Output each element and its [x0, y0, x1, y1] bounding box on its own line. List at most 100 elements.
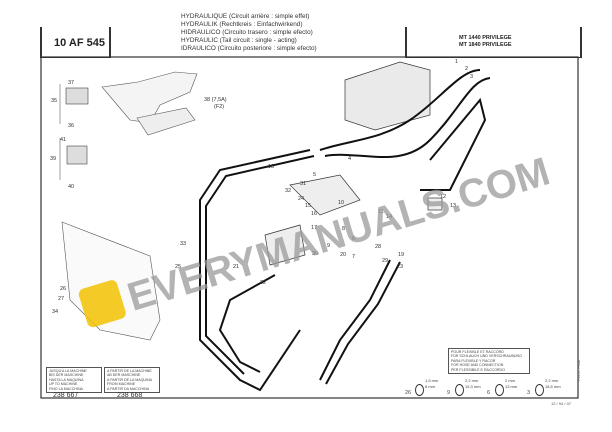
callout: 5: [313, 172, 316, 178]
callout: 37: [68, 80, 74, 86]
title-en: HYDRAULIC (Tail circuit : single - actin…: [181, 37, 297, 45]
watermark-logo: [78, 280, 126, 328]
callout: 22: [260, 280, 266, 286]
note-line: JUSQU'A LA MACHINE: [49, 369, 87, 373]
callout: 35: [51, 98, 57, 104]
seal-ref: 6: [487, 390, 491, 396]
solenoid-coil: [427, 197, 443, 211]
callout: 28: [375, 244, 381, 250]
cab-console: [101, 71, 198, 124]
callout: 14: [386, 214, 392, 220]
callout: 23: [397, 264, 403, 270]
note-line: FROM MACHINE: [107, 382, 136, 387]
note-line: FINO LA MACCHINA: [49, 386, 83, 391]
until-serial: 238 667: [53, 392, 79, 399]
manifold: [264, 224, 306, 266]
callout: 24: [298, 196, 304, 202]
callout: 41: [60, 137, 66, 143]
seal-diameter: 8 mm: [425, 384, 435, 389]
seal-thickness: 1,5 mm: [425, 378, 439, 383]
spool-valve: [289, 174, 361, 216]
callout: 10: [338, 200, 344, 206]
title-fr: HYDRAULIQUE (Circuit arrière : simple ef…: [181, 13, 310, 20]
callout: 16: [311, 211, 317, 217]
callout: 17: [311, 225, 317, 231]
switch-35: [65, 87, 89, 105]
note-line: POUR FLEXIBLE ET RACCORD: [451, 350, 504, 354]
title-de: HYDRAULIK (Rechtkreis : Einfachwirkend): [181, 21, 303, 29]
callouts: 37 35 36 38 (7,5A) (F2) 41 39 40 1 2 3 4…: [50, 59, 473, 315]
diagram-code: 10 AF 545: [54, 37, 105, 49]
callout: 4: [348, 156, 351, 162]
title-es: HIDRAULICO (Circuito trasero : simple ef…: [181, 29, 313, 37]
callout: 19: [398, 252, 404, 258]
callout: 27: [58, 296, 64, 302]
callout: (F2): [214, 104, 224, 110]
diagram-titles: HYDRAULIQUE (Circuit arrière : simple ef…: [181, 13, 317, 53]
callout: 36: [68, 123, 74, 129]
model-1: MT 1440 PRIVILEGE: [459, 35, 512, 41]
callout: 33: [180, 241, 186, 247]
fuse-box: [136, 107, 196, 136]
until-machine-note: JUSQU'A LA MACHINE BIS DER MASCHINE HAST…: [46, 367, 102, 394]
note-line: A PARTIR DA MACCHINA: [107, 386, 150, 391]
callout: 21: [233, 264, 239, 270]
note-line: AB DER MASCHINE: [107, 373, 141, 378]
o-ring-icon: [535, 384, 544, 396]
callout: 31: [300, 181, 306, 187]
hoses: [199, 69, 491, 392]
seal-thickness: 2 mm: [505, 378, 515, 383]
note-line: FOR HOSE AND CONNECTION: [451, 363, 504, 368]
from-machine-note: A PARTIR DE LA MACHINE AB DER MASCHINE A…: [104, 367, 160, 394]
callout: 15: [305, 203, 311, 209]
callout: 13: [450, 203, 456, 209]
callout: 1: [455, 59, 458, 65]
seal-diameter: 18,5 mm: [545, 384, 561, 389]
note-line: A PARTIR DE LA MAQUINA: [107, 377, 152, 382]
callout: 38 (7,5A): [204, 97, 227, 103]
o-ring-icon: [455, 384, 464, 396]
from-serial: 238 668: [117, 392, 143, 399]
seal-diameter: 15,3 mm: [465, 384, 481, 389]
callout: 40: [68, 184, 74, 190]
model-2: MT 1840 PRIVILEGE: [459, 41, 512, 48]
switch-39: [66, 145, 88, 165]
note-line: A PARTIR DE LA MACHINE: [107, 369, 152, 373]
note-line: BIS DER MASCHINE: [49, 373, 84, 378]
note-line: FÜR SCHLAUCH UND VERSCHRAUBUNG: [451, 354, 522, 359]
seal-thickness: 2,2 mm: [465, 378, 479, 383]
callout: 2: [465, 66, 468, 72]
seal-diameter: 13 mm: [505, 384, 518, 389]
callout: 25: [175, 264, 181, 270]
note-line: UP TO MACHINE: [49, 382, 78, 387]
seal-ref: 3: [527, 390, 531, 396]
control-valve: [344, 61, 431, 131]
callout: 6: [352, 236, 355, 242]
revision-date: 12 / 94 / 07: [551, 401, 572, 406]
callout: 12: [440, 194, 446, 200]
callout: 9: [327, 243, 330, 249]
callout: 20: [340, 252, 346, 258]
title-it: IDRAULICO (Circuito posteriore : simple …: [181, 45, 317, 53]
note-line: PARA FLEXIBLE Y RACOR: [451, 358, 496, 363]
seal-ref: 9: [447, 390, 451, 396]
callout: 8: [342, 226, 345, 232]
note-line: HASTA LA MAQUINA: [49, 377, 84, 382]
callout: 11: [378, 209, 384, 215]
seal-thickness: 2,2 mm: [545, 378, 559, 383]
callout: 39: [50, 156, 56, 162]
callout: 30: [312, 251, 318, 257]
callout: 29: [382, 258, 388, 264]
seal-ref: 26: [405, 390, 412, 396]
pao-mark: P.A.O. Fimk: [576, 359, 582, 382]
callout: 7: [352, 254, 355, 260]
hose-connection-note: POUR FLEXIBLE ET RACCORD FÜR SCHLAUCH UN…: [448, 348, 530, 375]
callout: 34: [52, 309, 58, 315]
note-line: PER FLESSIBILE E RACCORDO: [451, 367, 505, 372]
o-ring-icon: [495, 384, 504, 396]
callout: 3: [470, 74, 473, 80]
callout: 18: [268, 164, 274, 170]
callout: 26: [60, 286, 66, 292]
o-ring-icon: [415, 384, 424, 396]
